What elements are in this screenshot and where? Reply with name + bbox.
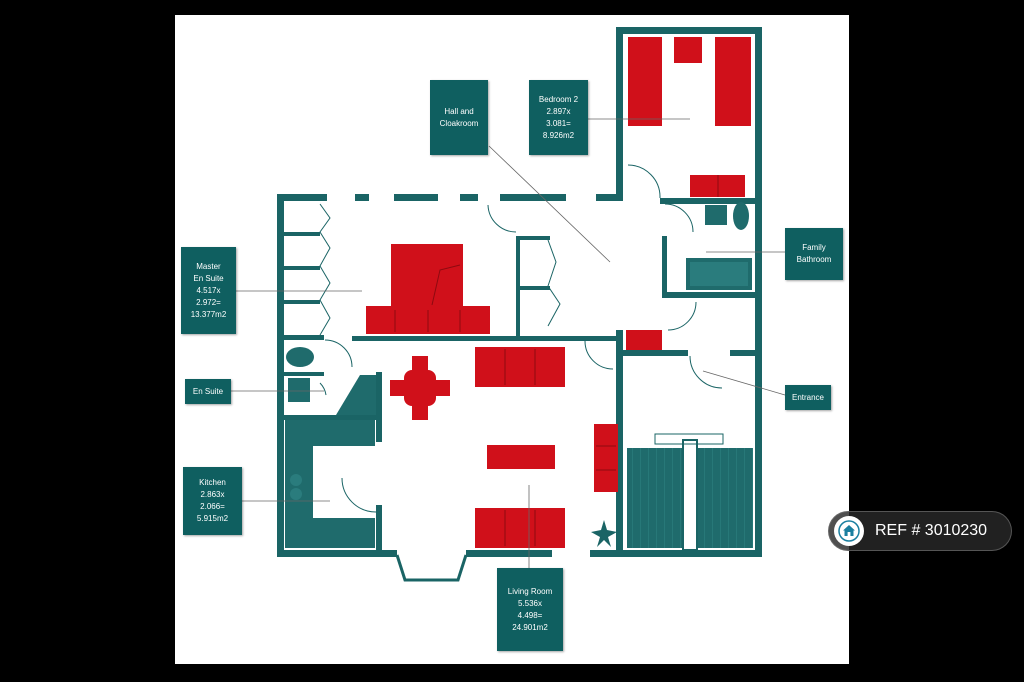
label-entrance: Entrance — [785, 385, 831, 410]
reference-number: REF # 3010230 — [875, 522, 988, 539]
kitchen-label-area: 5.915m2 — [196, 514, 229, 523]
living-label-width: 5.536x — [517, 598, 543, 608]
bedroom2-label-length: 3.081= — [546, 118, 571, 128]
hall-label-line2: Cloakroom — [439, 118, 479, 128]
master-label-length: 2.972= — [196, 297, 221, 307]
kitchen-label-width: 2.863x — [200, 490, 225, 499]
label-living-room: Living Room 5.536x 4.498= 24.901m2 — [497, 568, 563, 651]
master-label-name2: En Suite — [193, 273, 224, 283]
label-bedroom-2: Bedroom 2 2.897x 3.081= 8.926m2 — [529, 80, 588, 155]
master-label-area: 13.377m2 — [190, 309, 227, 319]
reference-badge: REF # 3010230 — [828, 511, 1012, 551]
master-label-width: 4.517x — [196, 285, 221, 295]
label-kitchen: Kitchen 2.863x 2.066= 5.915m2 — [183, 467, 242, 535]
bedroom2-label-name: Bedroom 2 — [538, 94, 579, 104]
label-master-en-suite: Master En Suite 4.517x 2.972= 13.377m2 — [181, 247, 236, 334]
label-en-suite: En Suite — [185, 379, 231, 404]
master-label-name1: Master — [196, 261, 221, 271]
bathroom-label-line1: Family — [802, 243, 826, 252]
bedroom2-label-width: 2.897x — [546, 106, 571, 116]
ensuite-label-name: En Suite — [192, 386, 224, 396]
living-label-length: 4.498= — [517, 610, 543, 620]
bedroom2-label-area: 8.926m2 — [542, 130, 575, 140]
hall-label-line1: Hall and — [444, 106, 474, 116]
bay-window — [395, 554, 468, 582]
bathroom-label-line2: Bathroom — [796, 255, 832, 264]
fixtures — [285, 202, 753, 551]
leader-lines — [230, 118, 786, 568]
house-icon — [834, 516, 864, 546]
label-hall-cloakroom: Hall and Cloakroom — [430, 80, 488, 155]
living-label-name: Living Room — [507, 586, 553, 596]
label-family-bathroom: Family Bathroom — [785, 228, 843, 280]
kitchen-label-name: Kitchen — [199, 478, 226, 487]
kitchen-label-length: 2.066= — [200, 502, 225, 511]
living-label-area: 24.901m2 — [512, 622, 548, 632]
doors — [319, 164, 723, 513]
furniture-seams — [394, 175, 719, 546]
walls — [277, 27, 762, 557]
entrance-label-name: Entrance — [791, 392, 825, 402]
plant-icon — [591, 520, 617, 547]
